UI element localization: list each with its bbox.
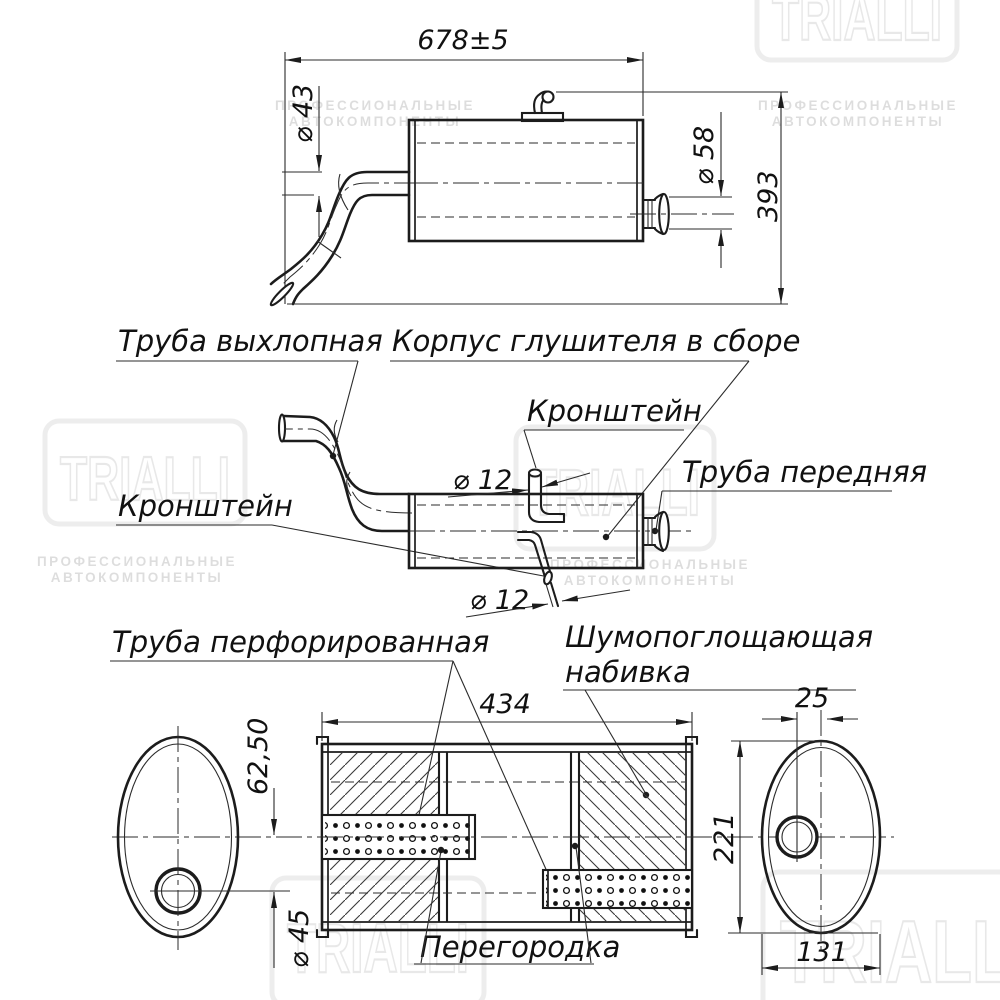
leader-dot: [602, 533, 610, 541]
label-perforated-pipe: Труба перфорированная: [112, 625, 489, 659]
watermark-logo-center: TRIALLI: [513, 424, 717, 552]
dimension-393: 393: [753, 170, 784, 222]
dimension-221: 221: [709, 812, 740, 864]
flange-tab: [315, 928, 330, 939]
absorbing-filling-left: [330, 753, 438, 921]
watermark-tagline-line2: АВТОКОМПОНЕНТЫ: [772, 114, 945, 129]
outlet-stub-side: [630, 192, 734, 236]
watermark-tagline-top-right: ПРОФЕССИОНАЛЬНЫЕ АВТОКОМПОНЕНТЫ: [758, 98, 958, 129]
flange-tab: [315, 735, 330, 746]
end-view-left: [116, 726, 290, 950]
leader-line: [606, 360, 750, 538]
pipe-bend-line: [338, 173, 349, 211]
absorbing-filling-right: [579, 753, 686, 922]
dimension-434: 434: [479, 689, 531, 720]
watermark-brand-text: TRIALLI: [780, 902, 1000, 1000]
label-absorbing-filling-line2: набивка: [565, 655, 691, 689]
leader-line: [420, 850, 442, 964]
leader-line: [575, 846, 592, 964]
perforated-pipe-2: [541, 868, 694, 910]
section-view: Труба перфорированная Шумопоглощающая на…: [110, 620, 894, 975]
label-bracket-lower: Кронштейн: [118, 489, 293, 523]
watermark-tagline-top-left: ПРОФЕССИОНАЛЬНЫЕ АВТОКОМПОНЕНТЫ: [275, 98, 475, 129]
muffler-body-side: [407, 118, 648, 243]
watermark-tagline-middle-left: ПРОФЕССИОНАЛЬНЫЕ АВТОКОМПОНЕНТЫ: [37, 554, 237, 585]
outlet-bell-mouth: [658, 510, 670, 552]
label-front-pipe: Труба передняя: [682, 455, 927, 489]
watermark-tagline-line1: ПРОФЕССИОНАЛЬНЫЕ: [37, 554, 237, 569]
pipe-bend-line: [346, 471, 352, 497]
bracket-pin-upper: [527, 468, 566, 524]
pipe-bend-line: [316, 240, 342, 259]
watermark-logo-top-right: TRIALLI: [754, 0, 960, 63]
label-exhaust-pipe: Труба выхлопная: [118, 324, 383, 358]
outlet-stub-plan: [641, 510, 670, 553]
label-muffler-assembly: Корпус глушителя в сборе: [392, 324, 800, 358]
watermark-tagline-line1: ПРОФЕССИОНАЛЬНЫЕ: [550, 557, 750, 572]
watermark-tagline-middle-center: ПРОФЕССИОНАЛЬНЫЕ АВТОКОМПОНЕНТЫ: [550, 557, 750, 588]
watermark-tagline-line2: АВТОКОМПОНЕНТЫ: [289, 114, 462, 129]
dimension-25: 25: [795, 683, 829, 714]
watermark-brand-text: TRIALLI: [772, 0, 942, 54]
flange-tab: [684, 735, 699, 746]
leader-line: [452, 660, 550, 877]
dimension-line-dia12-lower-left: [465, 603, 549, 618]
exhaust-pipe-plan: [277, 413, 413, 533]
dimension-62-50: 62,50: [243, 718, 274, 795]
watermark-tagline-line1: ПРОФЕССИОНАЛЬНЫЕ: [758, 98, 958, 113]
pipe-bend-line: [333, 419, 339, 443]
leader-line: [655, 490, 663, 531]
dimension-dia12-upper: ⌀ 12: [453, 465, 512, 496]
watermark-brand-text: TRIALLI: [60, 445, 230, 514]
dimension-131: 131: [796, 937, 848, 968]
dimension-dia12-lower: ⌀ 12: [470, 585, 529, 616]
label-bracket-upper: Кронштейн: [527, 394, 702, 428]
watermark-tagline-line2: АВТОКОМПОНЕНТЫ: [564, 573, 737, 588]
plan-view: Труба выхлопная Корпус глушителя в сборе…: [116, 324, 927, 618]
pipe-centerline: [284, 428, 413, 514]
watermark-brand-text: TRIALLI: [530, 455, 700, 529]
leader-dot: [571, 842, 579, 850]
leader-dot: [437, 846, 445, 854]
dimension-line-dia12-lower-right: [561, 589, 631, 602]
pipe-end-cap: [277, 413, 287, 443]
label-absorbing-filling-line1: Шумопоглощающая: [565, 620, 873, 654]
bracket-hole: [541, 90, 555, 104]
watermark-logo-bottom-right: TRIALLI: [760, 869, 1000, 1000]
watermark-tagline-line1: ПРОФЕССИОНАЛЬНЫЕ: [275, 98, 475, 113]
hanger-bracket-side: [520, 90, 565, 123]
bracket-pin-lower: [516, 530, 560, 608]
flange-tab: [684, 928, 699, 939]
dimension-dia45: ⌀ 45: [284, 909, 315, 968]
exhaust-pipe-side: [269, 170, 420, 307]
dimension-line-dia12-upper-right: [541, 472, 591, 488]
dimension-678: 678±5: [417, 25, 508, 56]
pipe-centerline: [281, 182, 420, 286]
watermark-tagline-line2: АВТОКОМПОНЕНТЫ: [51, 570, 224, 585]
pipe-end-cap: [269, 281, 295, 307]
watermark-logo-left: TRIALLI: [42, 418, 248, 527]
dimension-line-dia12-upper-left: [447, 488, 529, 498]
side-view: 678±5 ⌀ 43: [269, 25, 788, 307]
watermark-layer: TRIALLI TRIALLI TRIALLI TRIALLI TRIALLI …: [37, 0, 1000, 1000]
dimension-dia58: ⌀ 58: [689, 126, 720, 185]
dimension-dia43: ⌀ 43: [288, 84, 319, 143]
leader-line: [523, 429, 537, 469]
